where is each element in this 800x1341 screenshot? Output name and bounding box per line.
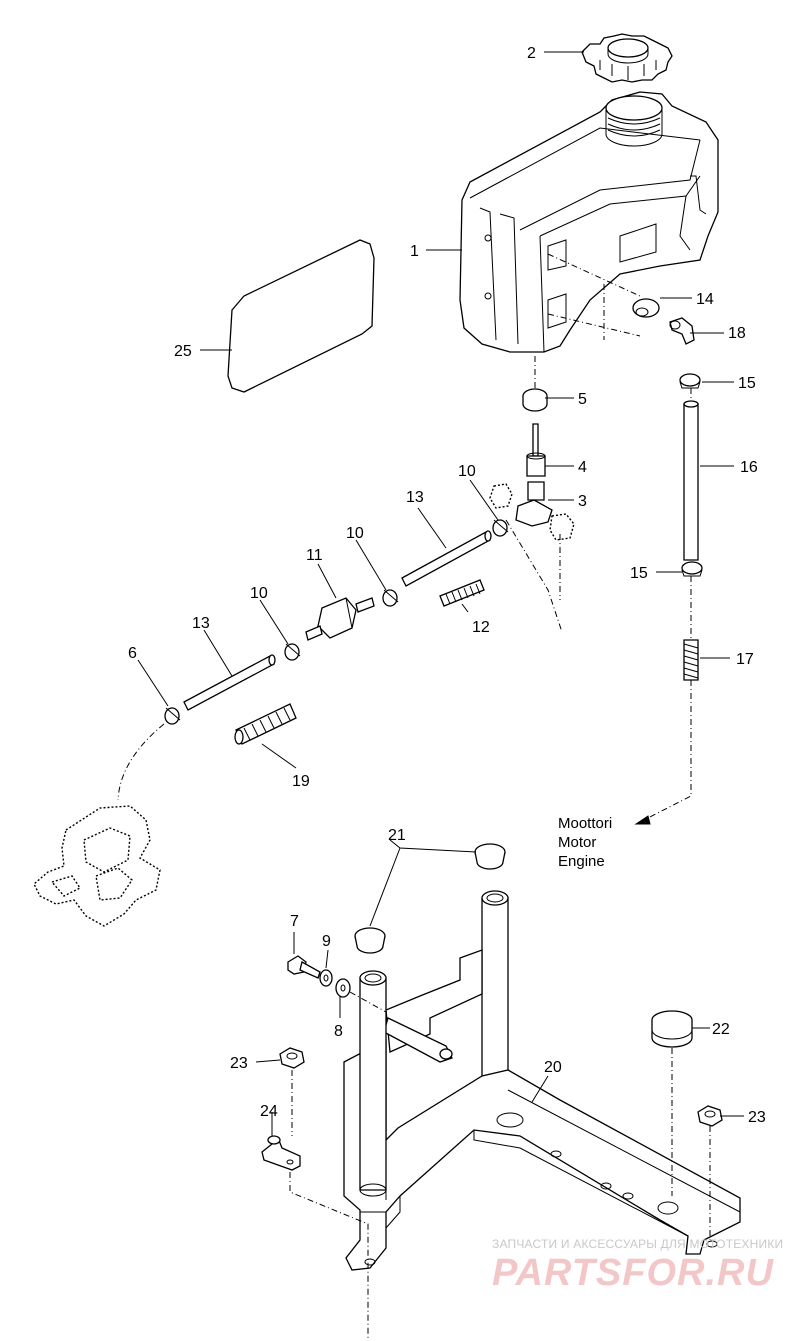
tube-cap-right — [474, 843, 506, 870]
callout-5: 5 — [578, 391, 587, 408]
engine-label-de: Engine — [558, 853, 605, 870]
nut-left — [279, 1047, 305, 1069]
hose-clamp-6 — [164, 707, 181, 725]
mounting-bracket — [261, 1135, 301, 1171]
callout-2: 2 — [527, 45, 536, 62]
callout-15-lower: 15 — [630, 565, 648, 582]
rubber-isolator — [651, 1010, 693, 1048]
fuel-cap — [581, 33, 673, 83]
callout-18: 18 — [728, 325, 746, 342]
callout-23-right: 23 — [748, 1109, 766, 1126]
spring-guard-19 — [234, 703, 297, 745]
elbow-fitting — [669, 317, 695, 345]
callout-12: 12 — [472, 619, 490, 636]
callout-14: 14 — [696, 291, 714, 308]
fuel-hose-upper — [401, 530, 492, 587]
carburetor — [33, 805, 161, 927]
fuel-hose-lower — [183, 654, 276, 711]
flat-washer — [335, 978, 351, 998]
callout-6: 6 — [128, 645, 137, 662]
callout-22: 22 — [712, 1021, 730, 1038]
fuel-tank — [459, 91, 719, 353]
engine-arrow — [634, 815, 651, 825]
callout-9: 9 — [322, 933, 331, 950]
callout-17: 17 — [736, 651, 754, 668]
callout-10-c: 10 — [250, 585, 268, 602]
bracket-stand-line — [289, 1172, 369, 1340]
tank-grommet — [632, 298, 660, 318]
vent-route-line — [639, 680, 692, 823]
nut-right — [697, 1105, 723, 1127]
tank-stand-frame — [343, 890, 741, 1271]
callout-21: 21 — [388, 827, 406, 844]
callout-8: 8 — [334, 1023, 343, 1040]
callout-numbers: 2 1 25 14 18 15 5 16 4 10 3 13 10 11 15 … — [128, 45, 766, 1126]
bolt — [287, 955, 321, 979]
hose-clamp-lower — [681, 561, 703, 577]
fuel-filter — [305, 597, 375, 641]
watermark-tagline: ЗАПЧАСТИ И АКСЕССУАРЫ ДЛЯ МОТОТЕХНИКИ — [492, 1237, 784, 1251]
callout-24: 24 — [260, 1103, 278, 1120]
callout-20: 20 — [544, 1059, 562, 1076]
callout-16: 16 — [740, 459, 758, 476]
hose-clamp-a — [492, 519, 509, 537]
callout-3: 3 — [578, 493, 587, 510]
leader-lines — [137, 51, 744, 1136]
engine-label-fi: Moottori — [558, 815, 613, 832]
hose-clamp-c — [284, 643, 301, 661]
callout-10-a: 10 — [458, 463, 476, 480]
tee-fitting — [489, 481, 575, 633]
decal-sheet — [227, 239, 375, 393]
callout-19: 19 — [292, 773, 310, 790]
carb-route-line — [117, 723, 165, 801]
fuel-pickup — [526, 423, 546, 477]
outlet-grommet — [522, 388, 548, 412]
callout-15-upper: 15 — [738, 375, 756, 392]
callout-1: 1 — [410, 243, 419, 260]
hose-spring-guard — [683, 639, 699, 681]
callout-13-b: 13 — [192, 615, 210, 632]
engine-label-en: Motor — [558, 834, 597, 851]
spring-guard-12 — [439, 579, 485, 607]
hose-clamp-upper — [679, 373, 701, 389]
vent-hose — [683, 400, 699, 561]
callout-7: 7 — [290, 913, 299, 930]
watermark-brand: PARTSFOR.RU — [492, 1252, 774, 1294]
callout-23-left: 23 — [230, 1055, 248, 1072]
hose-clamp-b — [382, 589, 399, 607]
callout-4: 4 — [578, 459, 587, 476]
callout-11: 11 — [306, 547, 323, 564]
tube-cap-left — [354, 927, 386, 954]
callout-25: 25 — [174, 343, 192, 360]
engine-label: Moottori Motor Engine — [558, 814, 612, 871]
lock-washer — [319, 969, 333, 987]
callout-13-a: 13 — [406, 489, 424, 506]
callout-10-b: 10 — [346, 525, 364, 542]
